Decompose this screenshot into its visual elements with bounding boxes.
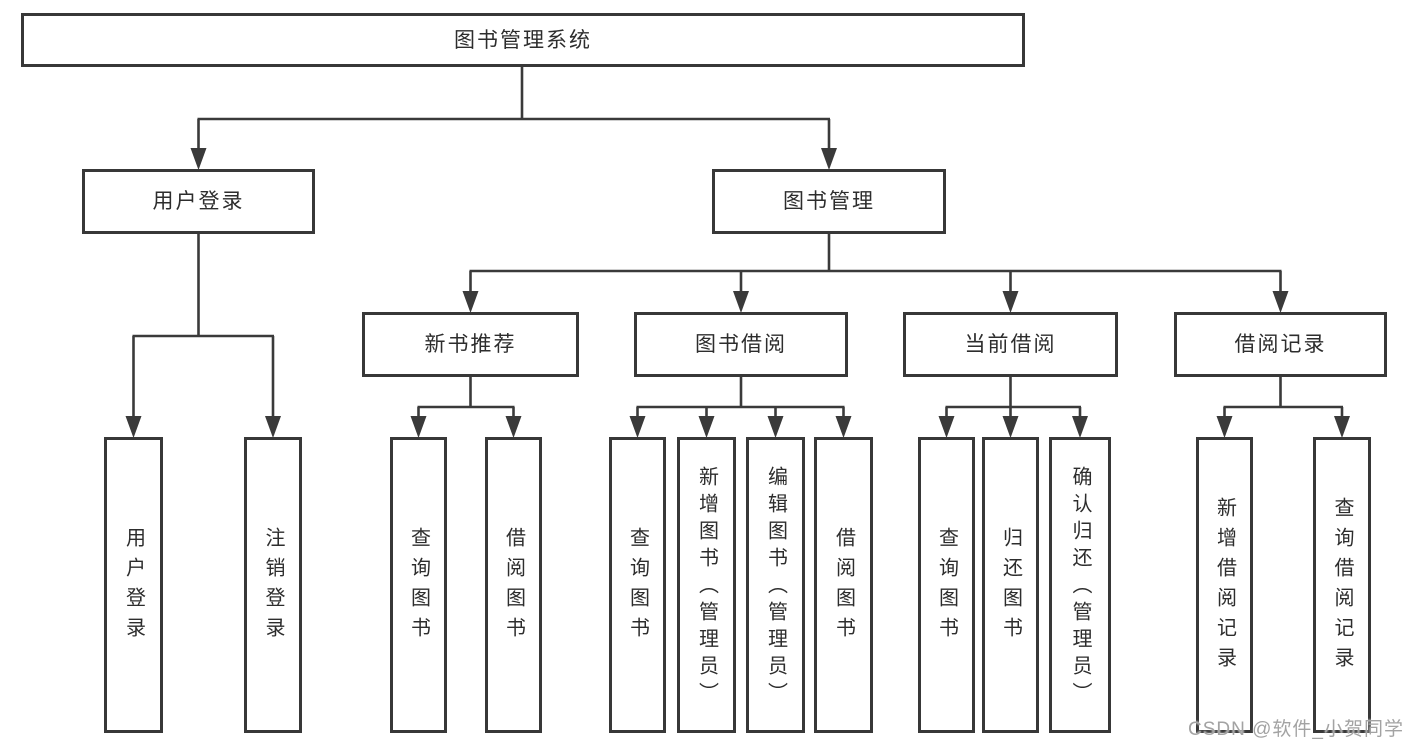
leaf-br-add-record: 新增借阅记录	[1196, 437, 1253, 733]
leaf-bb-add-books-admin: 新增图书（管理员）	[677, 437, 736, 733]
leaf-bb-edit-books-admin: 编辑图书（管理员）	[746, 437, 805, 733]
node-user-login-branch: 用户登录	[82, 169, 315, 234]
node-borrowing-records: 借阅记录	[1174, 312, 1387, 377]
node-book-borrowing: 图书借阅	[634, 312, 848, 377]
csdn-watermark: CSDN @软件_小贺同学	[1188, 719, 1404, 740]
leaf-nbr-borrow-books: 借阅图书	[485, 437, 542, 733]
leaf-cb-return-books: 归还图书	[982, 437, 1039, 733]
leaf-cb-confirm-return-admin: 确认归还（管理员）	[1049, 437, 1111, 733]
leaf-cb-query-books: 查询图书	[918, 437, 975, 733]
leaf-logout: 注销登录	[244, 437, 302, 733]
leaf-user-login: 用户登录	[104, 437, 163, 733]
node-current-borrowing: 当前借阅	[903, 312, 1118, 377]
leaf-nbr-query-books: 查询图书	[390, 437, 447, 733]
leaf-bb-borrow-books: 借阅图书	[814, 437, 873, 733]
leaf-br-query-record: 查询借阅记录	[1313, 437, 1371, 733]
node-root: 图书管理系统	[21, 13, 1025, 67]
leaf-bb-query-books: 查询图书	[609, 437, 666, 733]
node-book-management: 图书管理	[712, 169, 946, 234]
node-new-book-recommendation: 新书推荐	[362, 312, 579, 377]
